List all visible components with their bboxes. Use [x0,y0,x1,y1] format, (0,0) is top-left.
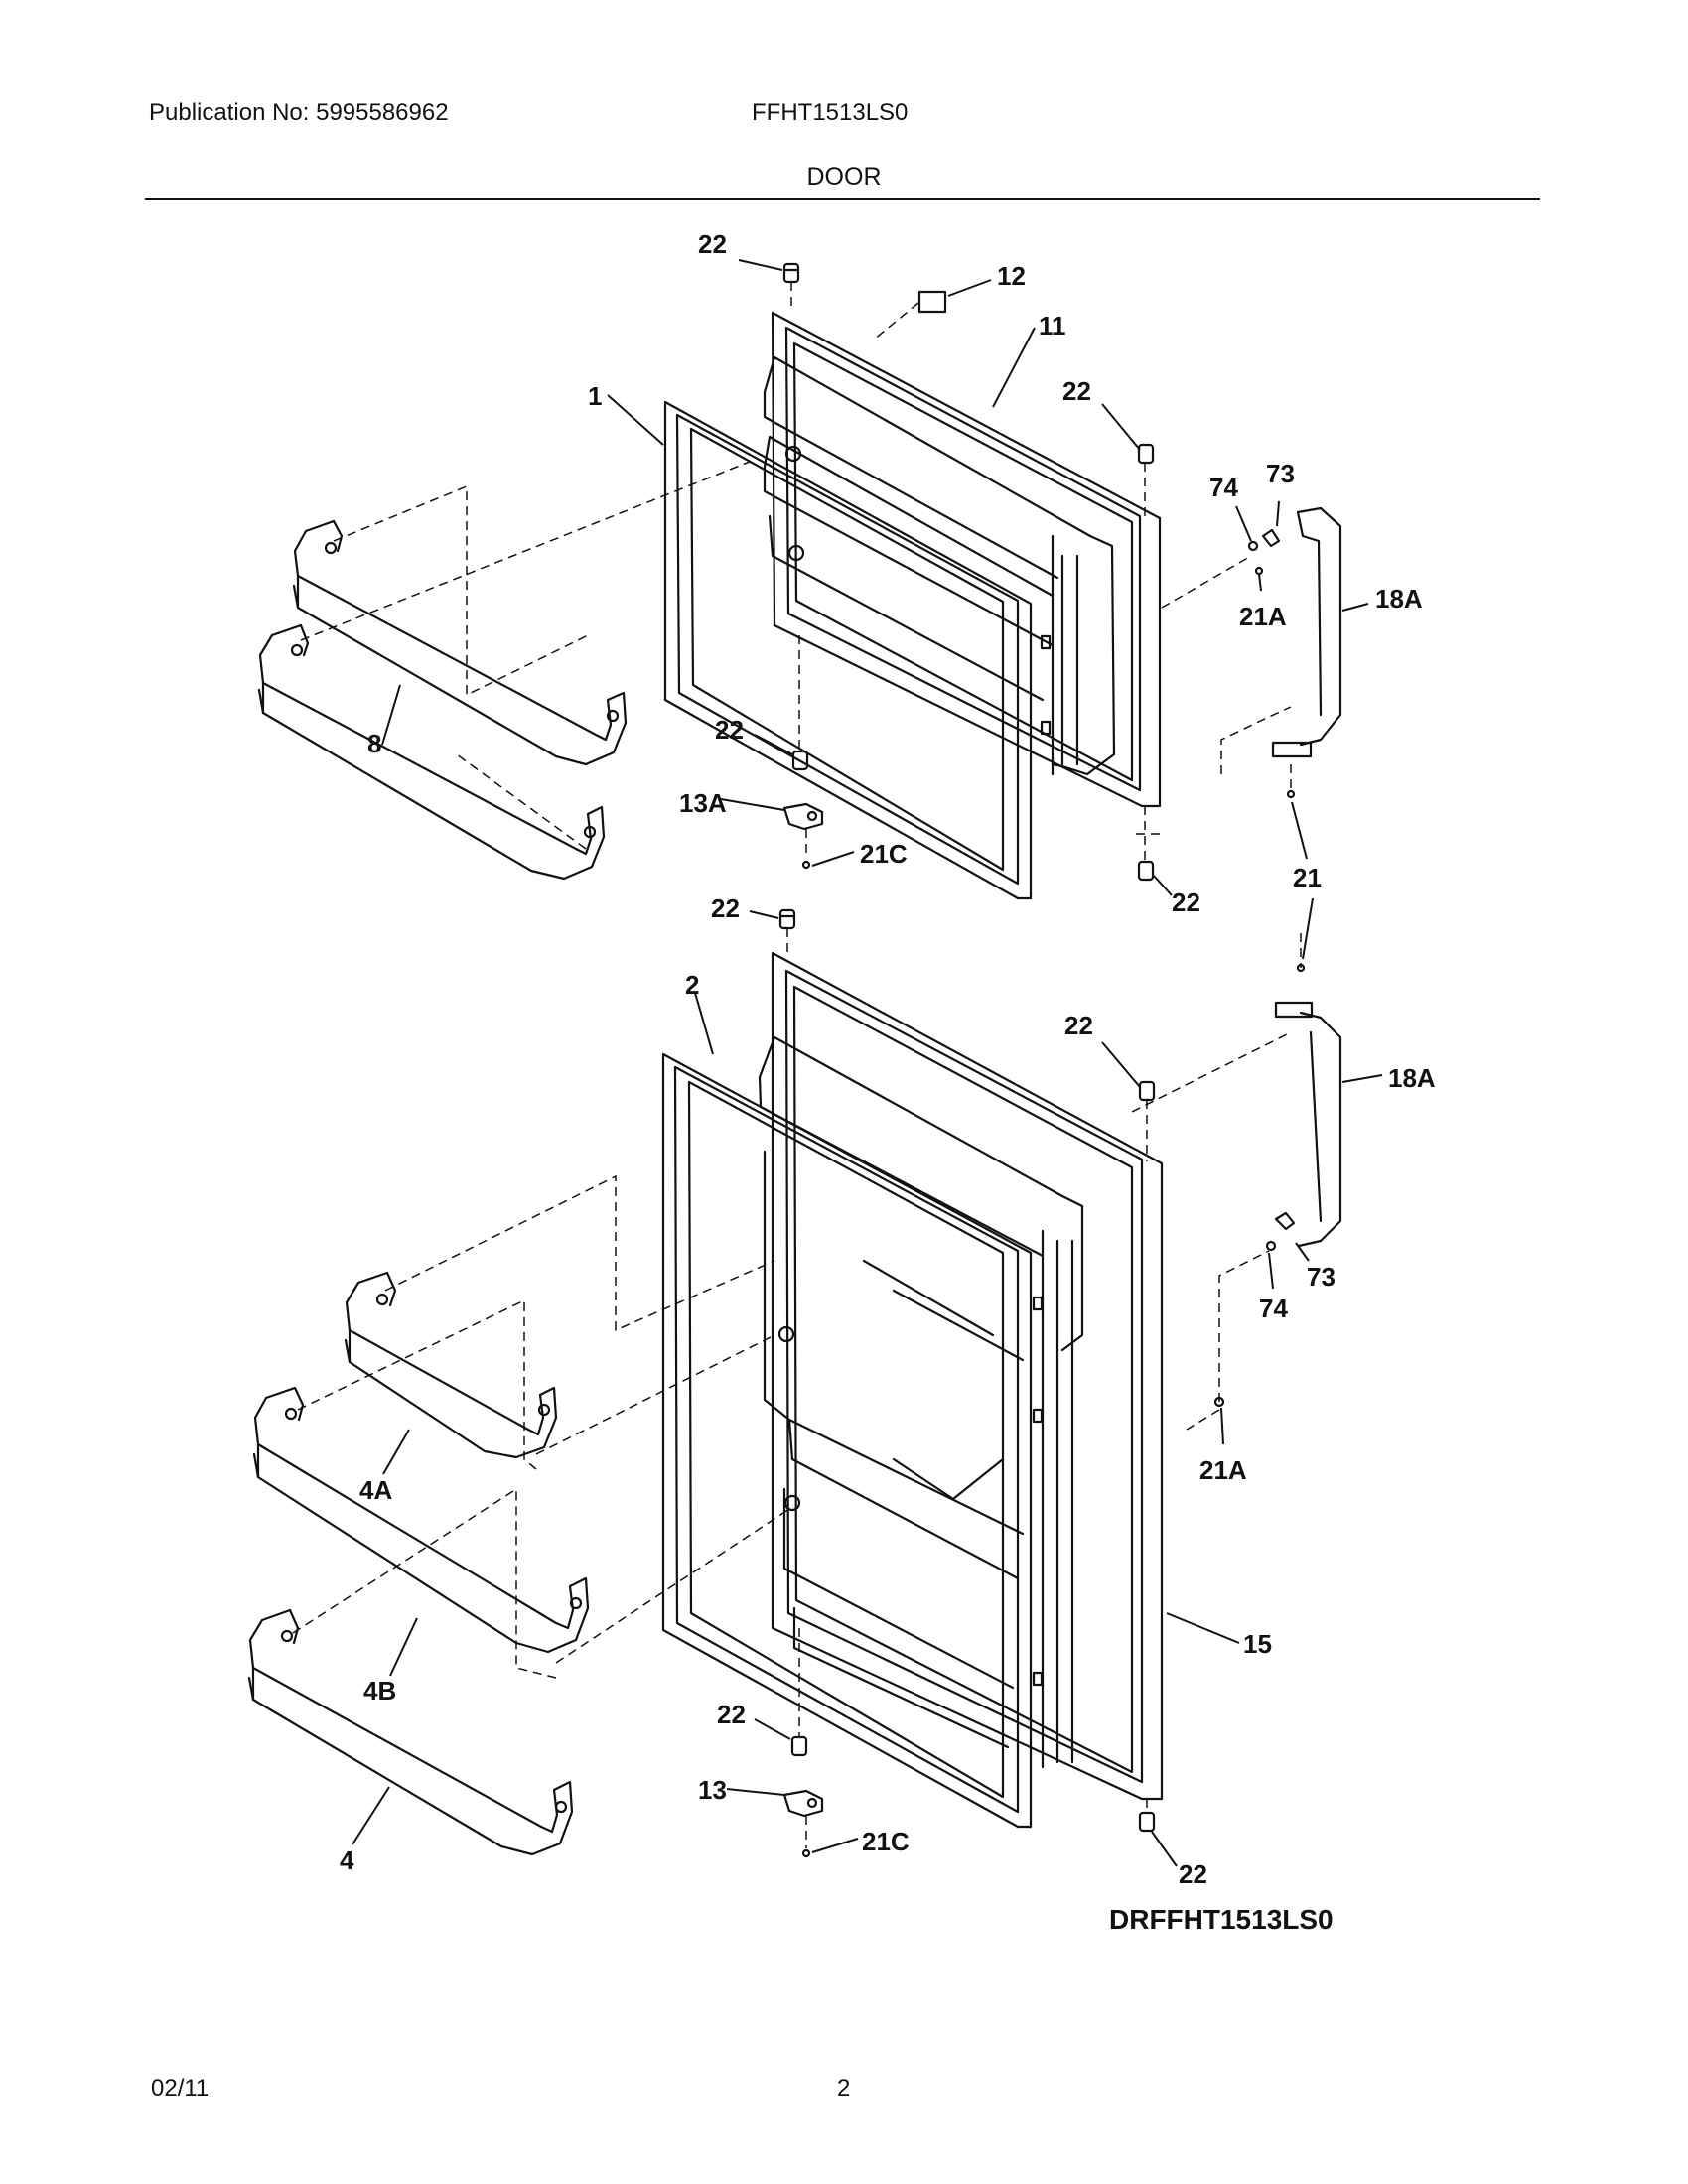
drawing-code: DRFFHT1513LS0 [1109,1904,1334,1935]
section-title: DOOR [806,163,882,191]
fresh-food-shelf-4 [247,1608,574,1856]
callout-73-bottom: 73 [1307,1262,1336,1292]
callout-8: 8 [367,729,381,758]
callout-22-freezer-bottom: 22 [1172,887,1200,917]
callout-15: 15 [1243,1629,1272,1659]
freezer-door-gasket [663,400,1033,900]
callout-4b: 4B [363,1676,396,1706]
callout-22-freezer-hinge: 22 [715,715,744,745]
callout-22-top: 22 [698,229,727,259]
part-12-label-plate [917,290,947,314]
callout-18a-top: 18A [1375,584,1423,614]
callout-21a-bottom: 21A [1199,1455,1247,1485]
publication-number: Publication No: 5995586962 [149,99,449,126]
freezer-handle [1247,506,1342,799]
freezer-door-outer-panel [771,311,1162,808]
freezer-shelf-lower [257,623,606,881]
callout-22-fresh-top: 22 [711,893,740,923]
callout-21c-bottom: 21C [862,1827,910,1856]
callout-12: 12 [997,261,1026,291]
fresh-food-hinge-13 [782,1735,824,1858]
freezer-top-hinge-pin [782,262,800,284]
fresh-food-shelf-4b [252,1386,590,1654]
freezer-hinge-13a [782,750,824,870]
callout-74-bottom: 74 [1259,1294,1288,1323]
callout-21c-top: 21C [860,839,908,869]
callout-2: 2 [685,970,699,1000]
callout-21: 21 [1293,863,1322,892]
alignment-lines [292,282,1302,1848]
callout-22-freezer-right: 22 [1062,376,1091,406]
callout-22-fresh-bottom: 22 [1179,1859,1207,1889]
page-number: 2 [837,2075,851,2102]
callout-11: 11 [1039,311,1066,341]
footer-date: 02/11 [151,2075,210,2102]
fresh-food-door-outer-panel [771,951,1164,1801]
callout-4: 4 [340,1845,354,1875]
freezer-door-pin-right [1137,443,1155,882]
fresh-food-top-hinge-pin [778,908,796,930]
fresh-food-handle [1213,963,1342,1408]
callout-4a: 4A [359,1475,392,1505]
header-rule [145,198,1540,200]
callout-13: 13 [698,1775,727,1805]
callout-13a: 13A [679,788,727,818]
model-number: FFHT1513LS0 [752,99,909,126]
callout-74-top: 74 [1209,473,1238,502]
fresh-food-shelf-4a [344,1271,558,1459]
fresh-food-door-gasket [661,1052,1033,1829]
callout-22-fresh-right: 22 [1064,1011,1093,1040]
callout-21a-top: 21A [1239,602,1287,631]
callout-1: 1 [588,381,602,411]
freezer-shelf-upper [292,519,628,766]
callout-73-top: 73 [1266,459,1295,488]
leader-lines [352,259,1383,1867]
callout-22-fresh-hinge: 22 [717,1700,746,1729]
callout-18a-bottom: 18A [1388,1063,1436,1093]
